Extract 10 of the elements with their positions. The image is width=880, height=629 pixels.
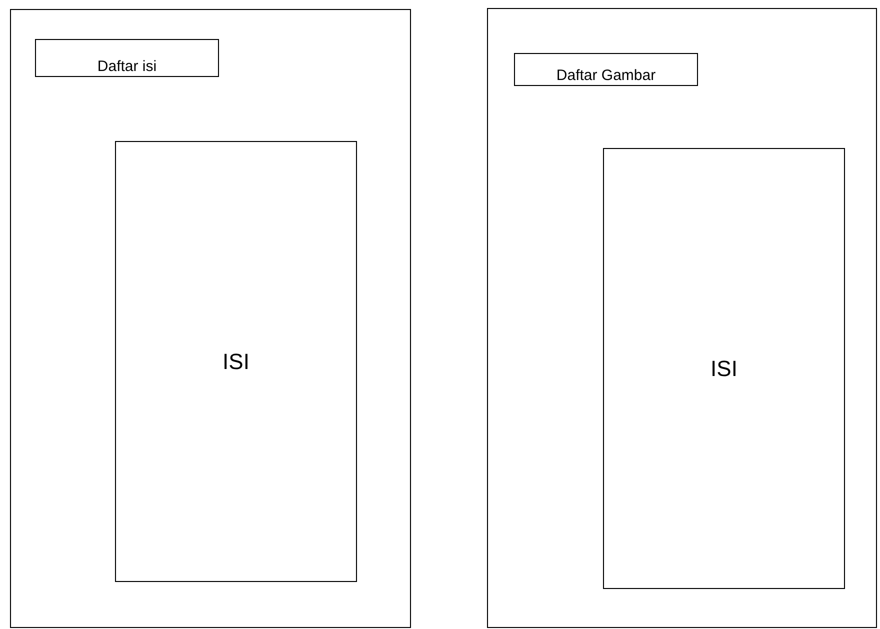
content-label: ISI xyxy=(710,356,738,382)
heading-box xyxy=(514,53,698,86)
page-outline xyxy=(10,9,411,628)
page-outline xyxy=(487,8,877,628)
content-label: ISI xyxy=(222,348,250,374)
content-box xyxy=(115,141,357,582)
content-box xyxy=(603,148,845,589)
heading-text: Daftar Gambar xyxy=(555,67,657,85)
heading-text: Daftar isi xyxy=(96,58,158,76)
heading-box xyxy=(35,39,219,77)
